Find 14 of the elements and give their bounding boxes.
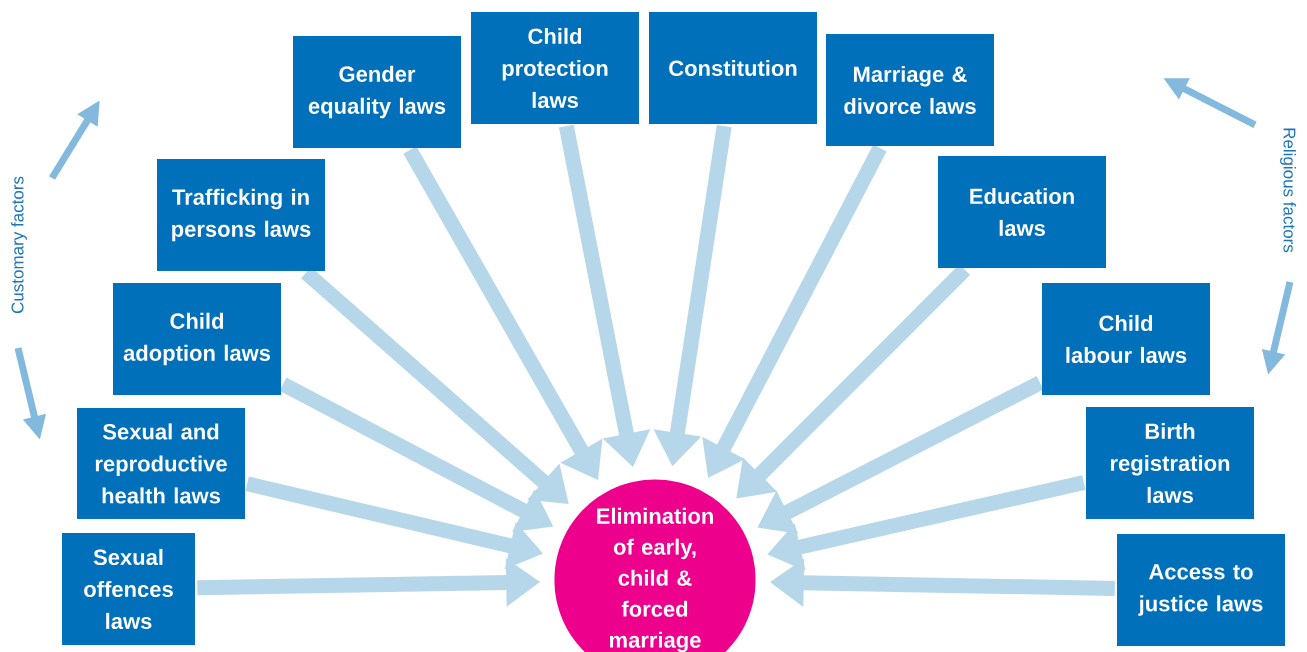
law-box: Child protection laws [471, 12, 639, 124]
side-label: Customary factors [11, 176, 27, 314]
law-box: Gender equality laws [293, 36, 461, 148]
law-box: Birth registration laws [1086, 407, 1254, 519]
law-box: Sexual offences laws [62, 533, 195, 645]
law-box: Child adoption laws [113, 283, 281, 395]
law-box: Education laws [938, 156, 1106, 268]
law-box: Trafficking in persons laws [157, 159, 325, 271]
law-box: Sexual and reproductive health laws [77, 408, 245, 519]
side-label: Religious factors [1280, 128, 1296, 253]
law-box: Access to justice laws [1117, 534, 1285, 646]
law-box: Marriage & divorce laws [826, 34, 994, 146]
law-box: Constitution [649, 12, 817, 124]
law-box: Child labour laws [1042, 283, 1210, 395]
